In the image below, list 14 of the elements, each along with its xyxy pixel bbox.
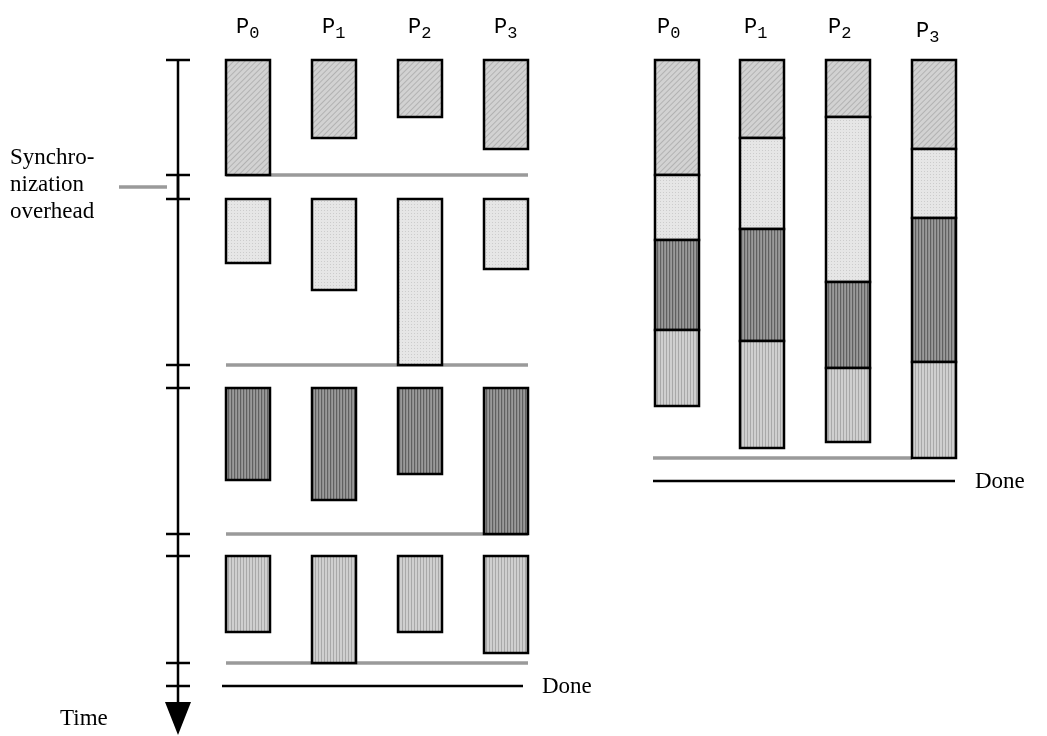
processor-label: P$_{1}$	[322, 14, 346, 46]
processor-label: P$_{2}$	[408, 14, 432, 46]
axis-label: Time	[60, 704, 108, 731]
leader-line	[119, 185, 167, 189]
processor-label: P$_{0}$	[236, 14, 260, 46]
done-label: Done	[975, 467, 1025, 494]
processor-label: P$_{3}$	[494, 14, 518, 46]
axis-interval	[166, 173, 190, 201]
processor-label: P$_{1}$	[744, 14, 768, 46]
processor-label: P$_{3}$	[916, 18, 940, 50]
processor-label: P$_{0}$	[657, 14, 681, 46]
done-label: Done	[542, 672, 592, 699]
processor-label: P$_{2}$	[828, 14, 852, 46]
annotation-text: Synchro- nization overhead	[10, 143, 122, 224]
